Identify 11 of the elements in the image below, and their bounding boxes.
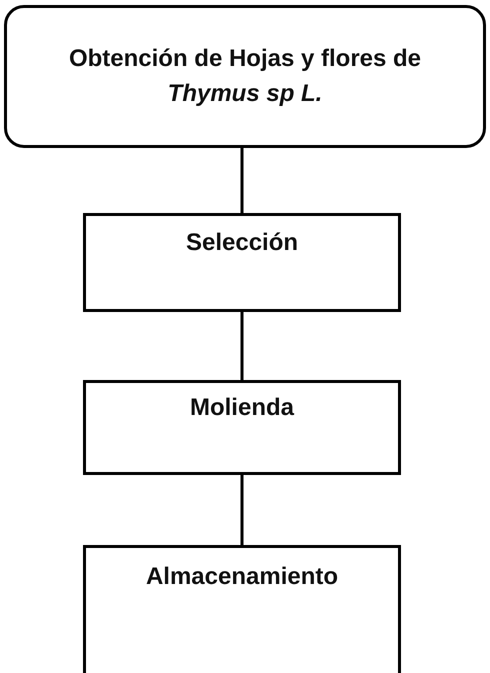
step-label: Selección xyxy=(186,228,298,258)
step-label: Obtención de Hojas y flores de Thymus sp L. xyxy=(68,44,422,108)
start-rounded-box xyxy=(4,5,486,148)
process-box xyxy=(83,213,401,312)
step-label: Molienda xyxy=(190,393,294,423)
process-box xyxy=(83,545,401,673)
connector-line xyxy=(240,312,244,380)
connector-line xyxy=(240,475,244,545)
connector-line xyxy=(240,148,244,213)
process-box xyxy=(83,380,401,475)
step-label: Almacenamiento xyxy=(146,562,338,592)
